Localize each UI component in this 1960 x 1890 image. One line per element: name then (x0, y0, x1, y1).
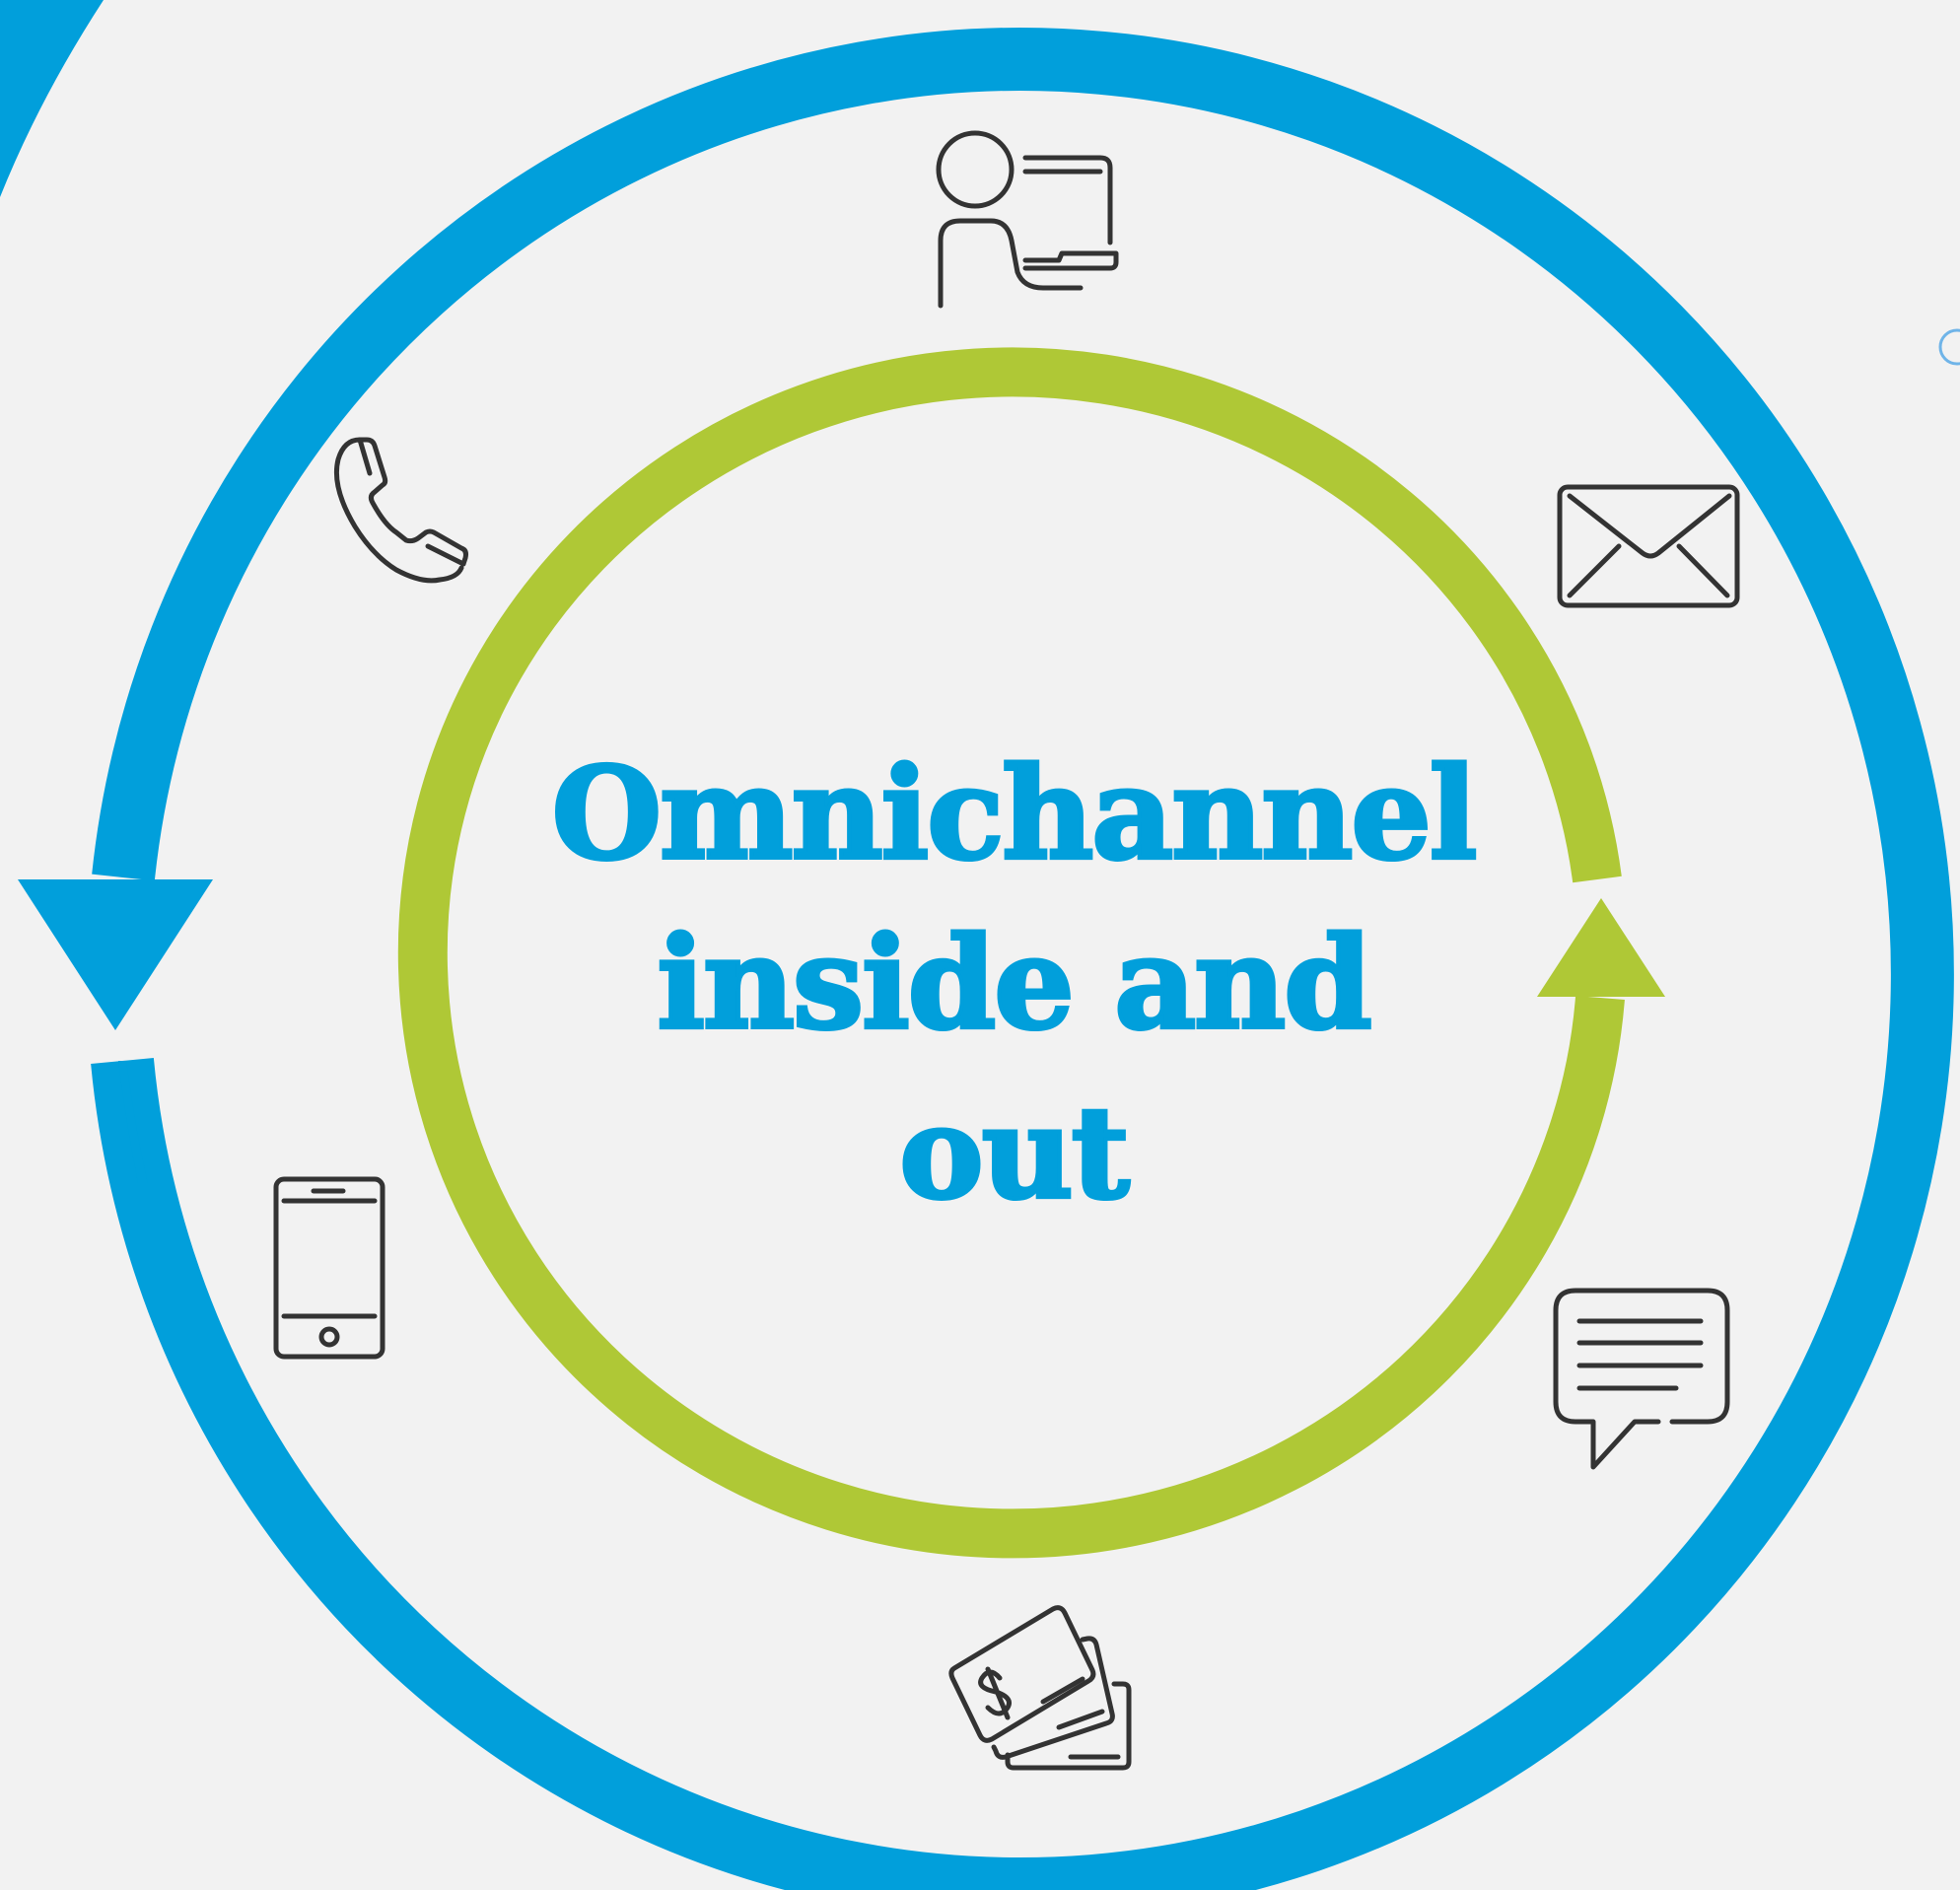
envelope-icon (1557, 484, 1740, 608)
payment-cards-icon (948, 1605, 1132, 1771)
corner-arrow-fragment (0, 0, 104, 197)
outer-ring (91, 28, 1954, 1890)
edge-circle-fragment (1938, 328, 1960, 366)
inner-ring (397, 347, 1625, 1559)
title-line-1: Omnichannel (550, 738, 1480, 890)
inner-arrowhead (1537, 898, 1665, 997)
title-line-3: out (897, 1078, 1132, 1229)
smartphone-icon (273, 1176, 385, 1360)
agent-at-desk-icon (936, 130, 1119, 309)
telephone-icon (333, 437, 468, 584)
outer-arrowhead (18, 879, 213, 1030)
outer-ring-gap-taper (118, 1061, 148, 1183)
title-line-2: inside and (655, 908, 1373, 1060)
title: Omnichannel inside and out (526, 730, 1501, 1238)
chat-bubble-icon (1553, 1288, 1730, 1470)
